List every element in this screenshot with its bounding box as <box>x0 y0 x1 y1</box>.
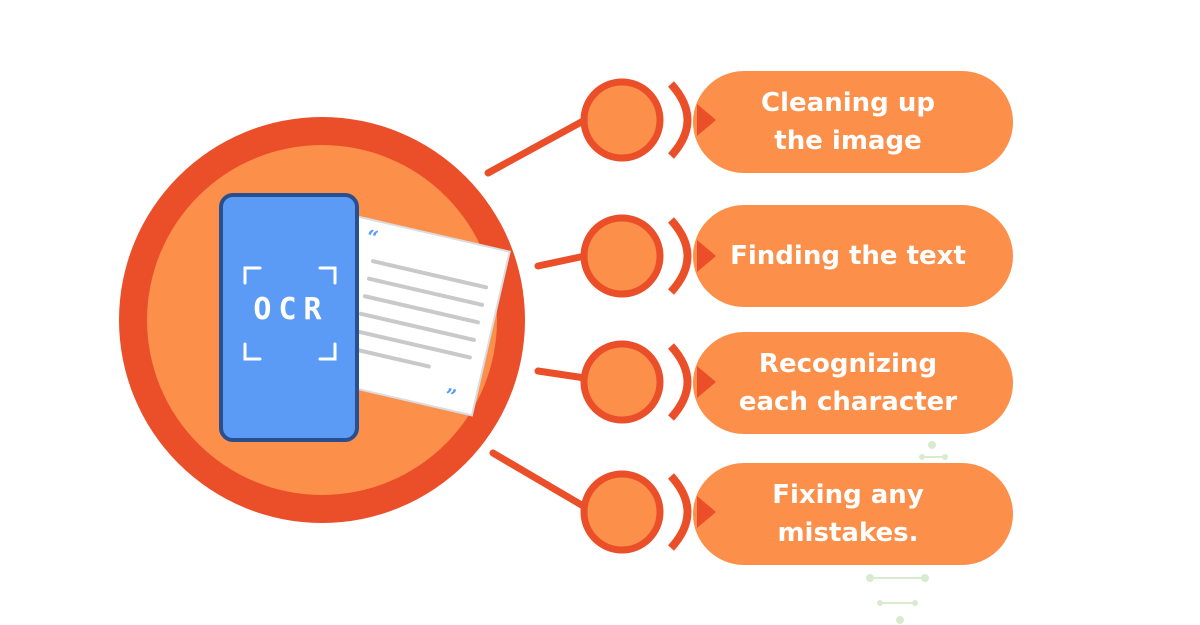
connector-lines <box>484 116 589 511</box>
step-1-shape <box>580 71 1013 173</box>
phone-scanner-icon <box>219 193 359 442</box>
decorative-dots <box>866 441 948 624</box>
step-4-shape <box>580 463 1013 565</box>
svg-text:”: ” <box>442 383 459 409</box>
step-3-shape <box>580 332 1013 434</box>
svg-text:“: “ <box>364 224 381 250</box>
connector-line-4 <box>489 449 589 511</box>
connector-line-1 <box>484 116 589 177</box>
document-icon: “ ” <box>316 214 511 417</box>
step-label-3: Recognizing each character <box>738 349 958 417</box>
connector-line-3 <box>534 367 589 382</box>
step-label-4: Fixing any mistakes. <box>772 480 924 548</box>
step-label-2: Finding the text <box>730 241 966 271</box>
step-2-shape <box>580 205 1013 307</box>
step-label-1: Cleaning up the image <box>761 88 935 156</box>
connector-line-2 <box>534 252 589 270</box>
ocr-label: OCR <box>253 292 329 327</box>
